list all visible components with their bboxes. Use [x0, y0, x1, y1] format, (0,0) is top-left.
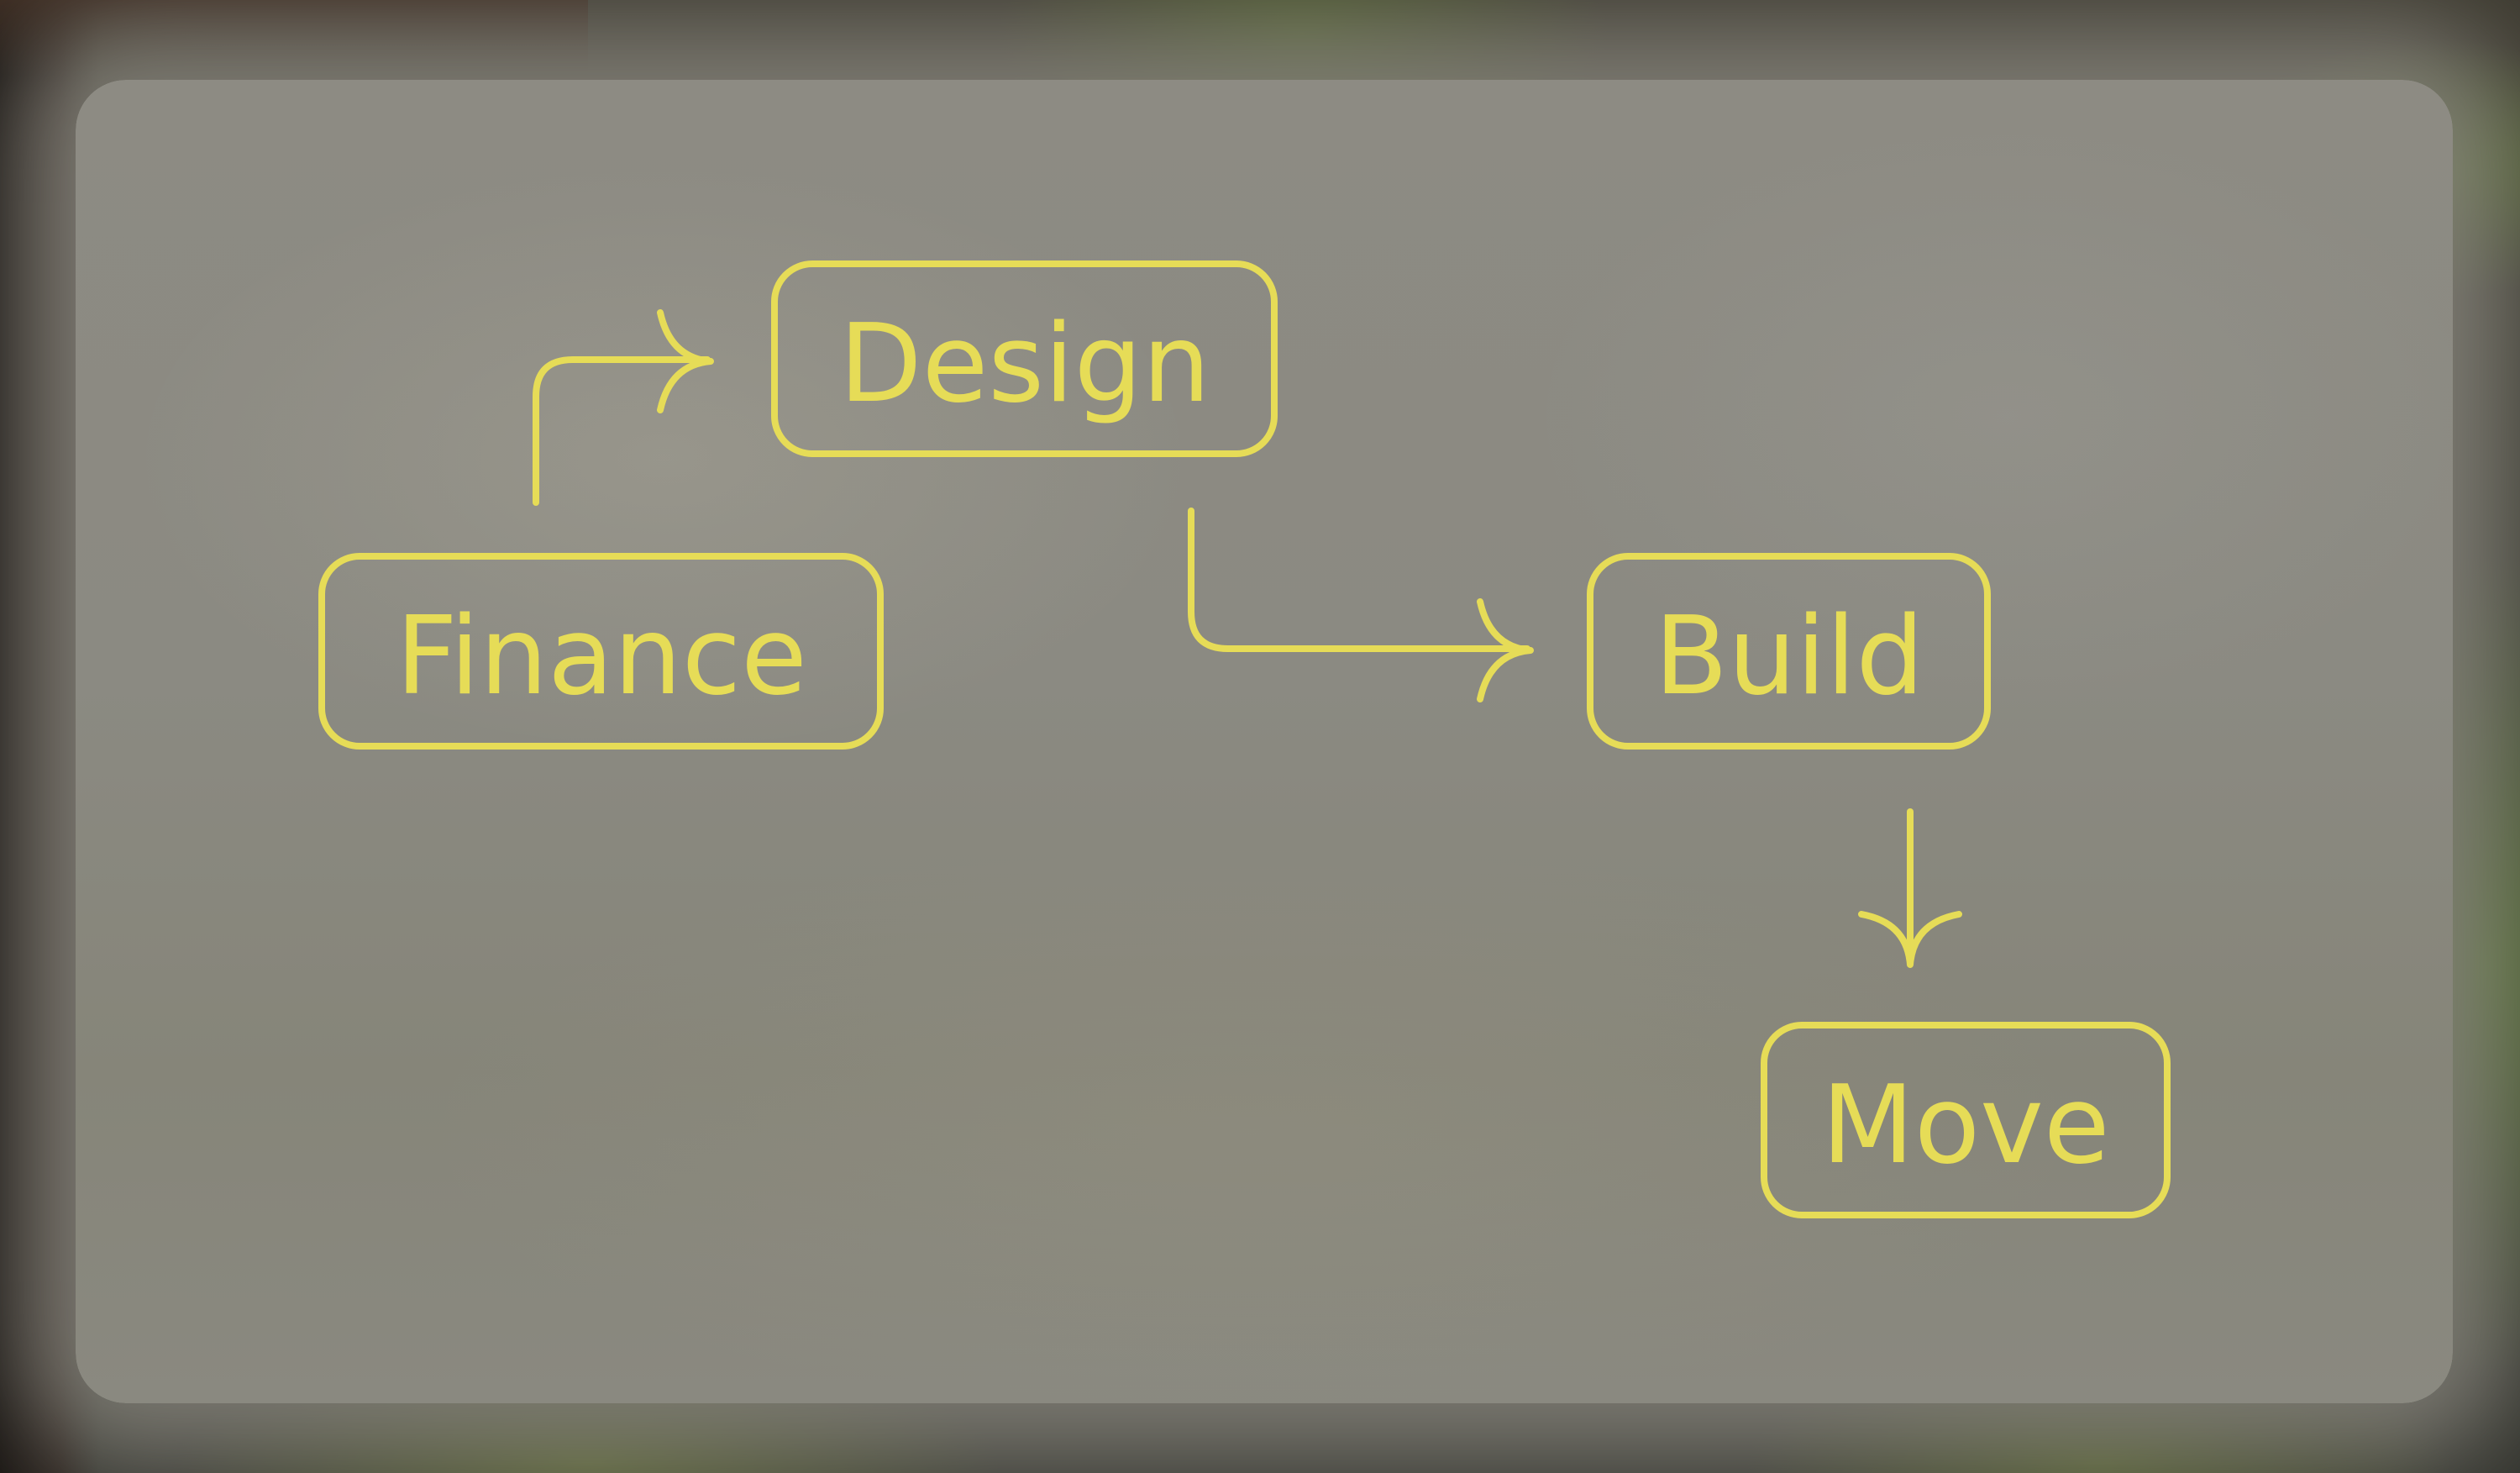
edge-design-to-build-line [1188, 508, 1530, 652]
edge-finance-to-design-arrowhead [657, 309, 714, 413]
edge-finance-to-design [533, 309, 714, 506]
frosted-glass-panel [76, 80, 2453, 1403]
node-finance: Finance [318, 553, 884, 750]
edge-design-to-build-arrowhead [1477, 598, 1534, 702]
node-design-label: Design [839, 302, 1210, 427]
edge-design-to-build [1188, 508, 1534, 702]
edge-finance-to-design-line [533, 356, 711, 506]
edge-build-to-move-arrowhead [1858, 911, 1962, 968]
node-build: Build [1587, 553, 1991, 750]
node-build-label: Build [1654, 594, 1924, 719]
node-build-box [1587, 553, 1991, 750]
wooden-beam [0, 0, 588, 76]
node-design-box [771, 260, 1278, 457]
node-finance-label: Finance [396, 594, 807, 719]
edge-build-to-move [1858, 808, 1962, 968]
node-design: Design [771, 260, 1278, 457]
node-move: Move [1761, 1022, 2171, 1218]
node-move-box [1761, 1022, 2171, 1218]
node-move-label: Move [1821, 1063, 2109, 1188]
node-finance-box [318, 553, 884, 750]
